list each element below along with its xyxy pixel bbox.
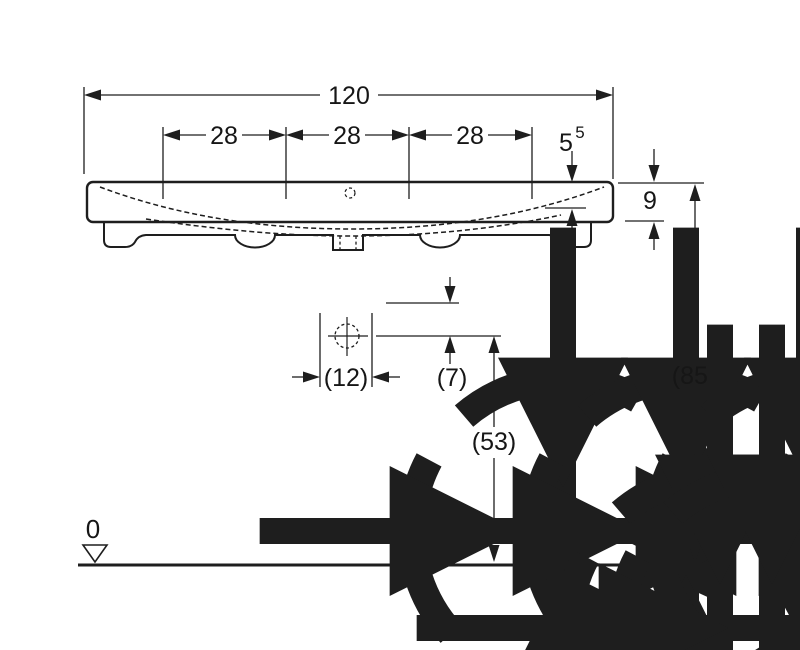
arrow-right-icon — [392, 129, 409, 141]
arrow-up-icon — [648, 222, 660, 239]
arrow-up-icon — [566, 209, 578, 226]
dim-7-label: (7) — [437, 364, 468, 392]
dim-120-label: 120 — [328, 82, 370, 110]
basin-body — [85, 180, 800, 650]
bowl-hidden-curve-near — [99, 186, 605, 230]
bowl-hidden-curve-far — [145, 214, 562, 237]
drain-boss-hidden-lines — [339, 236, 357, 249]
arrow-left-icon — [286, 129, 303, 141]
floor-datum-group: 0 — [78, 514, 710, 567]
dim-28-label-1: 28 — [210, 122, 238, 150]
floor-datum-label: 0 — [86, 514, 100, 544]
dim-55-superscript: 5 — [575, 123, 584, 142]
arrow-down-icon — [488, 545, 500, 562]
dim-28-label-2: 28 — [333, 122, 361, 150]
dim-120-extension-lines — [83, 87, 614, 179]
dim-53-label: (53) — [472, 428, 516, 456]
arrow-up-icon — [444, 336, 456, 353]
dim-drain-height: (53) — [472, 336, 516, 562]
dim-overall-width: 120 — [83, 82, 614, 179]
arrow-down-icon — [689, 546, 701, 563]
dim-12-label: (12) — [324, 364, 368, 392]
arrow-right-icon — [596, 89, 613, 101]
overflow-hole-icon — [344, 187, 356, 199]
dim-tap-spacings: 28 28 28 — [162, 122, 533, 199]
dim-9-label: 9 — [643, 187, 657, 215]
dim-12-extension-lines — [319, 313, 373, 387]
datum-triangle-icon — [81, 544, 109, 564]
arrow-down-icon — [648, 165, 660, 182]
basin-outline — [85, 180, 615, 224]
connection-group: (12) (7) — [292, 277, 800, 650]
dim-ceramic-height: 9 — [618, 149, 704, 250]
arrow-right-icon — [515, 129, 532, 141]
arrow-left-icon — [84, 89, 101, 101]
drain-centerlines — [328, 317, 368, 356]
arrow-down-icon — [444, 286, 456, 303]
arrow-right-icon — [269, 129, 286, 141]
dim-55-label: 5 — [559, 129, 573, 157]
dim-28-label-3: 28 — [456, 122, 484, 150]
arrow-up-icon — [488, 336, 500, 353]
arrow-left-icon — [372, 371, 389, 383]
arrow-left-icon — [163, 129, 180, 141]
arrow-up-icon — [689, 184, 701, 201]
dim-28-extension-lines — [162, 127, 533, 199]
arrow-right-icon — [303, 371, 320, 383]
dim-rim-to-deck: 5 5 — [545, 123, 586, 237]
arrow-left-icon — [409, 129, 426, 141]
arrow-down-icon — [566, 165, 578, 182]
